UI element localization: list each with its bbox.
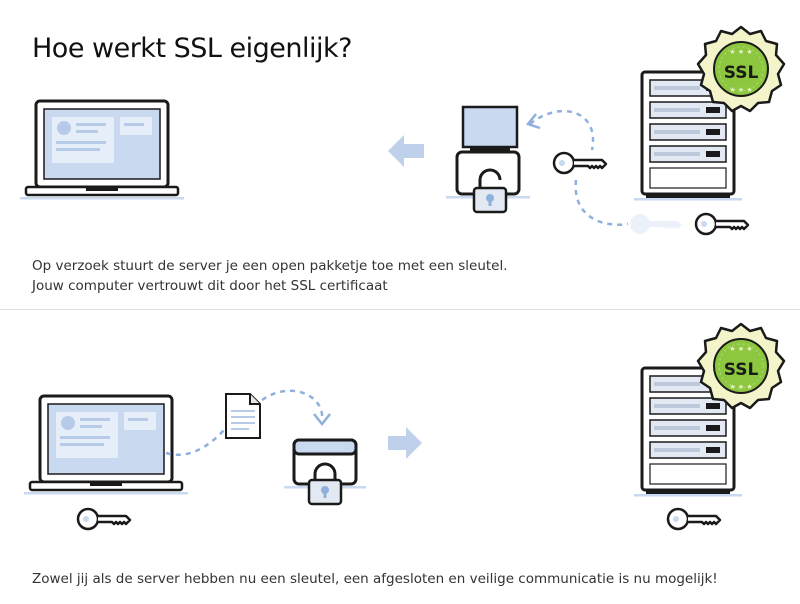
step1-caption: Op verzoek stuurt de server je een open … [32, 256, 508, 296]
step1-caption-line2: Jouw computer vertrouwt dit door het SSL… [32, 278, 388, 294]
star-icon: ★ ★ ★ [729, 383, 752, 391]
key-icon-server-2 [666, 507, 722, 531]
path-arrowhead-icon [313, 413, 331, 427]
laptop-1 [18, 99, 186, 201]
arrow-right-icon [388, 427, 422, 459]
document-icon [225, 393, 261, 439]
key-icon-client [76, 507, 132, 531]
star-icon: ★ ★ ★ [729, 345, 752, 353]
step2-caption: Zowel jij als de server hebben nu een sl… [32, 571, 718, 587]
arrow-left-icon [388, 135, 424, 167]
key-icon-faded [630, 214, 682, 234]
dashed-path-2 [574, 179, 629, 226]
key-icon-sent [552, 151, 608, 175]
lock-icon-open [472, 168, 508, 214]
dashed-path-4 [261, 389, 324, 421]
star-icon: ★ ★ ★ [729, 86, 752, 94]
section-divider [0, 309, 800, 310]
step1-caption-line1: Op verzoek stuurt de server je een open … [32, 258, 508, 274]
ssl-badge-label: SSL [724, 63, 759, 83]
dashed-path-3 [165, 429, 225, 456]
ssl-badge-1: SSL ★ ★ ★ ★ ★ ★ [696, 25, 786, 113]
open-package [446, 105, 530, 199]
laptop-2 [22, 394, 190, 496]
ssl-badge-label: SSL [724, 360, 759, 380]
path-arrowhead-icon [525, 113, 541, 130]
page-title: Hoe werkt SSL eigenlijk? [32, 33, 352, 64]
dashed-path-1 [529, 109, 595, 151]
star-icon: ★ ★ ★ [729, 48, 752, 56]
key-icon-server-1 [694, 212, 750, 236]
ssl-badge-2: SSL ★ ★ ★ ★ ★ ★ [696, 322, 786, 410]
